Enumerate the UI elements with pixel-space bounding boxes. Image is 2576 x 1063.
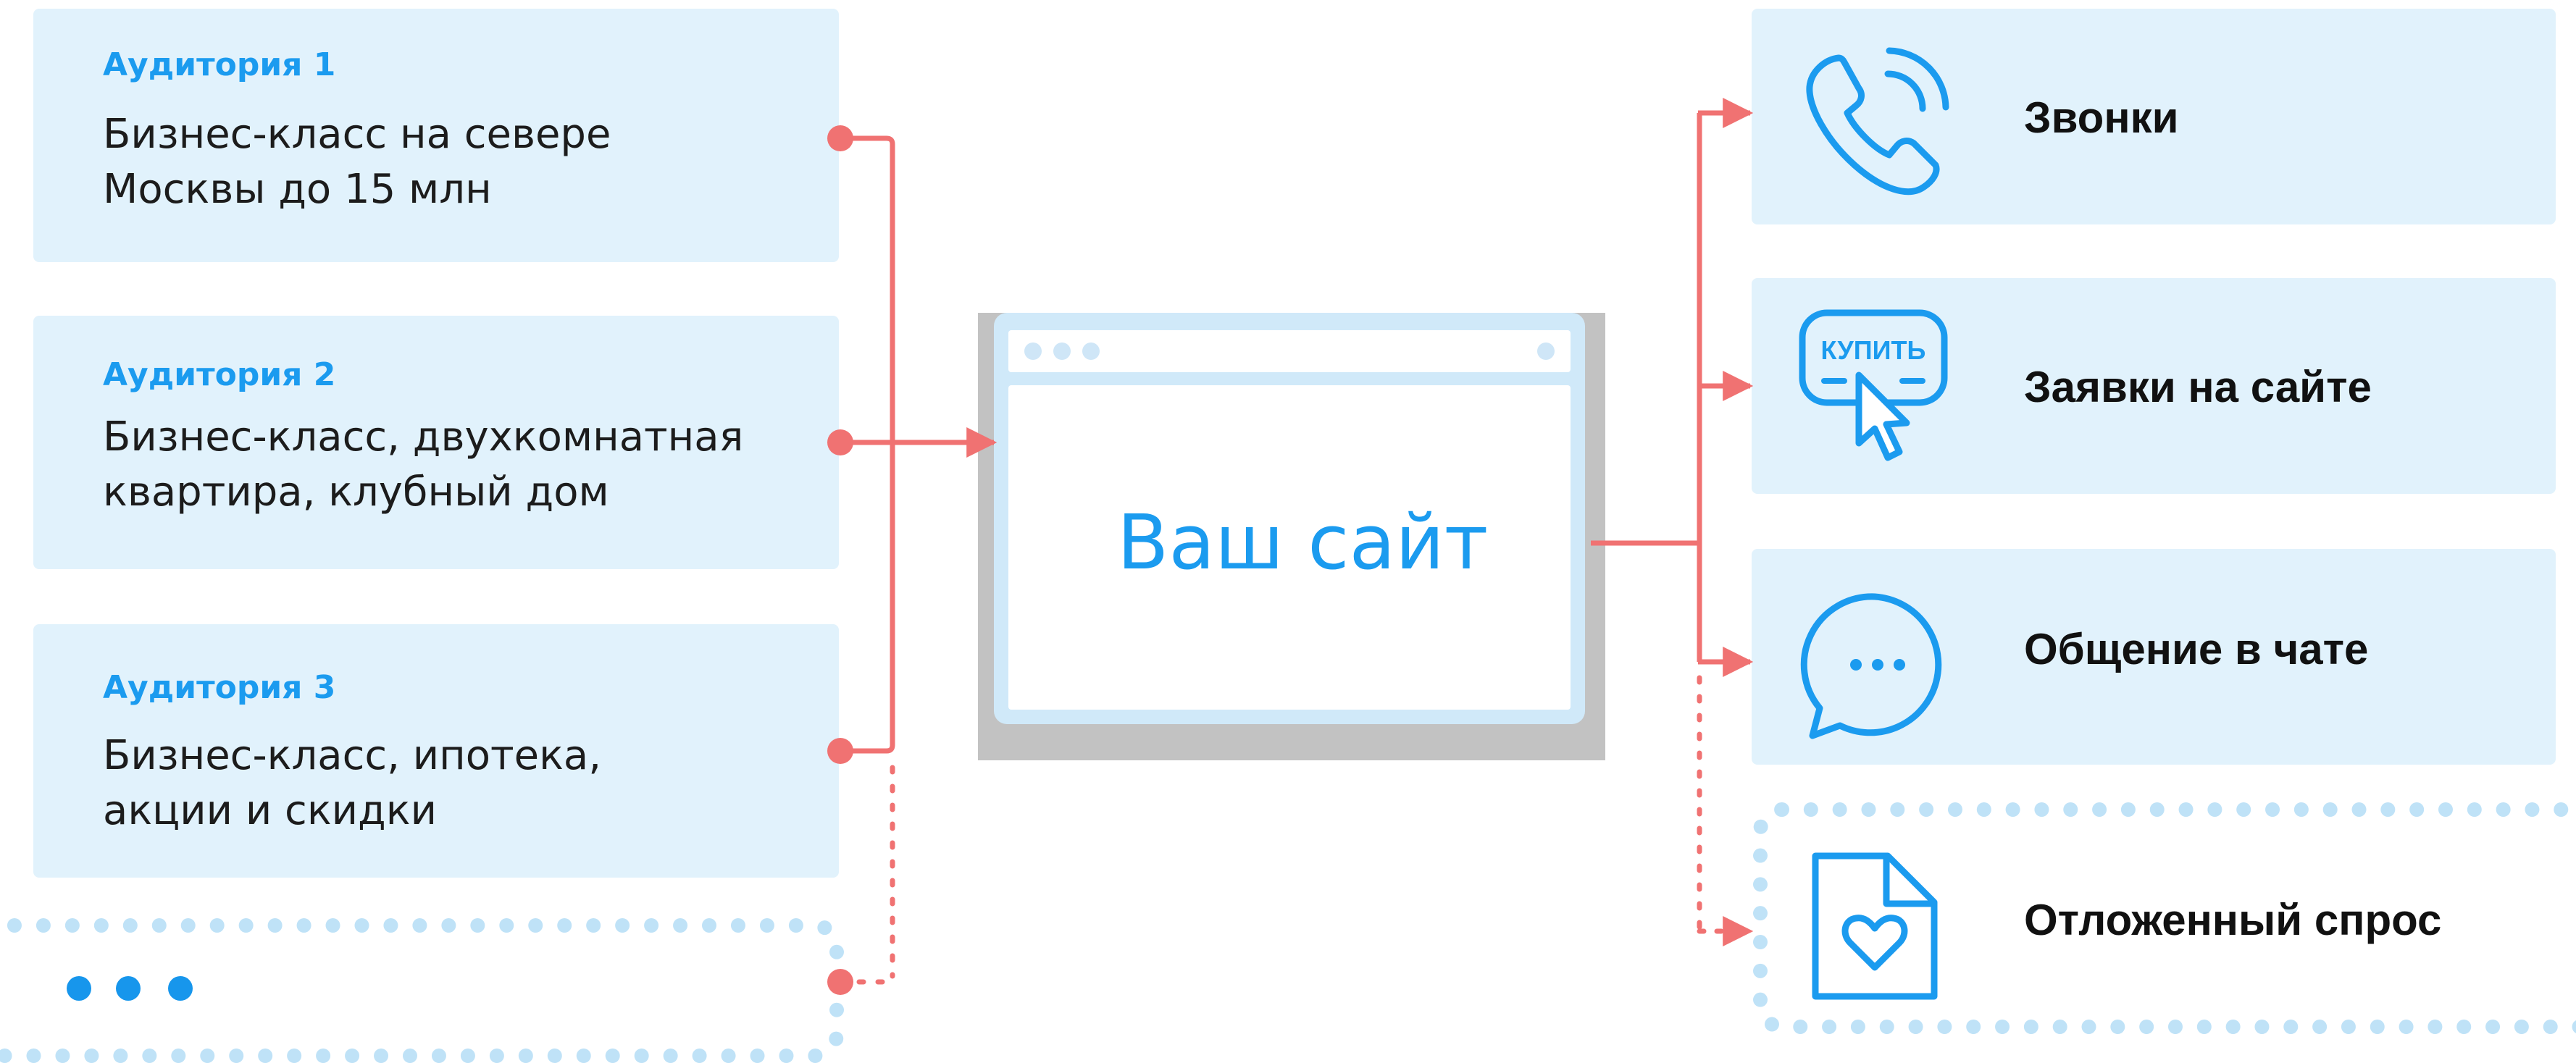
audience-title: Аудитория 3 <box>103 669 336 706</box>
ellipsis-dot <box>67 976 91 1001</box>
audience-description-line-1: Бизнес-класс, ипотека, <box>103 732 602 779</box>
audience-title: Аудитория 1 <box>103 46 336 83</box>
audience-card-2: Аудитория 2 Бизнес-класс, двухкомнатная … <box>33 316 839 569</box>
audience-description-line-2: Москвы до 15 млн <box>103 166 492 213</box>
phone-icon <box>1806 47 1949 196</box>
browser-window: Ваш сайт <box>978 313 1605 760</box>
audience-card-3: Аудитория 3 Бизнес-класс, ипотека, акции… <box>33 624 839 878</box>
result-label: Заявки на сайте <box>2024 363 2372 411</box>
site-label: Ваш сайт <box>1117 498 1489 587</box>
audience-description-line-1: Бизнес-класс на севере <box>103 111 611 158</box>
browser-frame: Ваш сайт <box>994 313 1585 724</box>
browser-toolbar <box>1008 330 1571 372</box>
result-label: Звонки <box>2024 93 2179 142</box>
audience-description-line-1: Бизнес-класс, двухкомнатная <box>103 413 744 461</box>
browser-content: Ваш сайт <box>1008 385 1571 710</box>
heart-document-icon <box>1812 852 1938 1000</box>
result-label: Отложенный спрос <box>2024 896 2442 944</box>
buy-button-text: КУПИТЬ <box>1821 335 1926 365</box>
window-control-dot <box>1082 343 1100 360</box>
audience-title: Аудитория 2 <box>103 356 336 393</box>
chat-bubble-icon <box>1800 593 1942 739</box>
ellipsis-dot <box>116 976 141 1001</box>
audience-description-line-2: квартира, клубный дом <box>103 469 609 516</box>
result-label: Общение в чате <box>2024 625 2369 673</box>
ellipsis-dot <box>168 976 193 1001</box>
audience-description-line-2: акции и скидки <box>103 787 437 834</box>
audience-card-1: Аудитория 1 Бизнес-класс на севере Москв… <box>33 9 839 262</box>
result-card-deferred-demand <box>1753 802 2576 1034</box>
window-control-dot <box>1537 343 1555 360</box>
window-control-dot <box>1053 343 1071 360</box>
buy-button-icon: КУПИТЬ <box>1799 309 1948 461</box>
window-control-dot <box>1024 343 1042 360</box>
